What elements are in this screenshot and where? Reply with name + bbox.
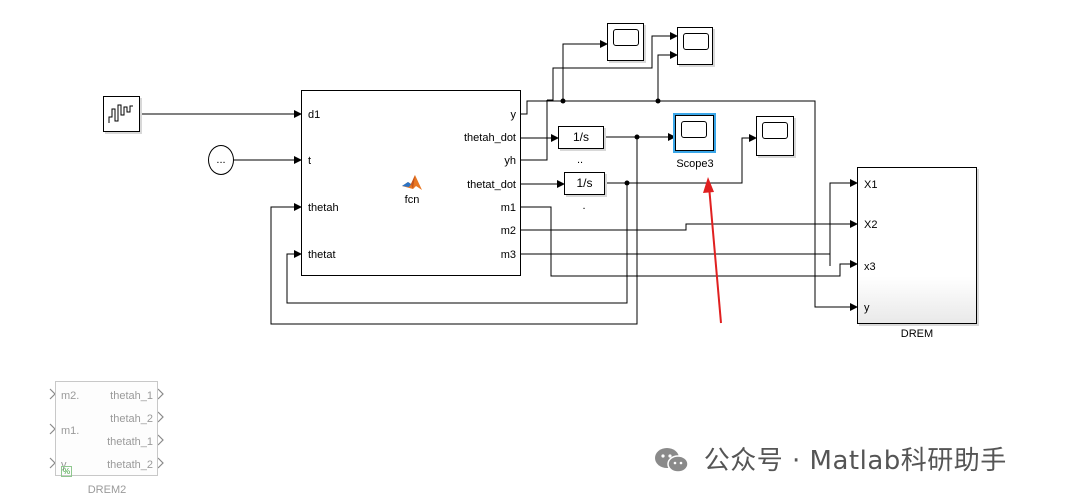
- wire-y-scope2[interactable]: [657, 51, 678, 101]
- wire-x1[interactable]: [829, 179, 858, 266]
- scope-3-name[interactable]: Scope3: [676, 158, 714, 170]
- scope-3[interactable]: [673, 113, 716, 153]
- fcn-block[interactable]: d1 t thetah thetat y thetah_dot yh theta…: [301, 90, 521, 276]
- drem2-badge: %: [61, 466, 73, 477]
- annotation-arrow: [703, 177, 722, 324]
- integrator-2-label: 1/s: [576, 176, 593, 190]
- fcn-output-m3[interactable]: m3: [500, 249, 516, 261]
- branch-point: [624, 180, 630, 186]
- drem2-input-m2[interactable]: m2.: [61, 390, 80, 402]
- fcn-output-m2[interactable]: m2: [500, 225, 516, 237]
- drem2-output-thetah-1[interactable]: thetah_1: [110, 390, 153, 402]
- wire-thetah-feedback[interactable]: [270, 137, 638, 325]
- branch-point: [634, 134, 640, 140]
- random-source-block[interactable]: [103, 96, 140, 132]
- scope-icon: [613, 29, 639, 46]
- fcn-output-m1[interactable]: m1: [500, 202, 516, 214]
- drem2-input-m1[interactable]: m1.: [61, 425, 80, 437]
- scope-1[interactable]: [607, 23, 644, 61]
- wire-yh-up[interactable]: [547, 32, 678, 101]
- fcn-name: fcn: [404, 194, 420, 206]
- drem2-name: DREM2: [87, 484, 127, 496]
- wire-yh[interactable]: [520, 100, 548, 161]
- clock-label: ...: [216, 154, 226, 166]
- watermark-text: 公众号 · Matlab科研助手: [703, 446, 1007, 476]
- wire-y[interactable]: [520, 100, 858, 311]
- fcn-output-thetat-dot[interactable]: thetat_dot: [467, 179, 516, 191]
- clock-block[interactable]: ...: [208, 145, 234, 175]
- watermark: 公众号 · Matlab科研助手: [653, 440, 1007, 477]
- drem2-input-y[interactable]: y: [61, 459, 67, 471]
- drem2-out-arrow: [157, 411, 164, 423]
- scope-icon: [683, 33, 709, 50]
- drem2-out-arrow: [157, 457, 164, 469]
- integrator-1-label: 1/s: [572, 130, 589, 144]
- branch-point: [560, 98, 566, 104]
- wire-thetat-feedback[interactable]: [286, 183, 628, 304]
- wire-y-scope1[interactable]: [562, 40, 608, 101]
- fcn-input-t[interactable]: t: [308, 155, 312, 167]
- drem-name: DREM: [900, 328, 934, 340]
- scope-icon: [762, 122, 788, 139]
- integrator-1[interactable]: 1/s: [558, 126, 604, 149]
- drem2-out-arrow: [157, 434, 164, 446]
- drem-block[interactable]: X1 X2 x3 y: [857, 167, 977, 324]
- wire-m1[interactable]: [520, 206, 858, 277]
- drem-input-y[interactable]: y: [864, 302, 870, 314]
- fcn-input-d1[interactable]: d1: [308, 109, 321, 121]
- wire-int2-out[interactable]: [605, 134, 757, 184]
- fcn-input-thetat[interactable]: thetat: [308, 249, 336, 261]
- random-signal-icon: [108, 104, 133, 123]
- scope-4[interactable]: [756, 116, 794, 156]
- fcn-output-y[interactable]: y: [510, 109, 517, 121]
- drem2-output-thetah-2[interactable]: thetah_2: [110, 413, 153, 425]
- fcn-output-thetah-dot[interactable]: thetah_dot: [464, 132, 516, 144]
- drem2-block[interactable]: m2. m1. y thetah_1 thetah_2 thetath_1 th…: [55, 381, 158, 477]
- matlab-logo-icon: [402, 175, 422, 190]
- drem2-out-arrow: [157, 388, 164, 400]
- drem-input-x3[interactable]: x3: [864, 261, 876, 273]
- drem2-output-thetath-2[interactable]: thetath_2: [107, 459, 153, 471]
- branch-point: [655, 98, 661, 104]
- wechat-icon: [655, 448, 689, 473]
- scope-2[interactable]: [677, 27, 713, 65]
- drem2-output-thetath-1[interactable]: thetath_1: [107, 436, 153, 448]
- wire-m3[interactable]: [520, 253, 831, 266]
- integrator-2-caption: .: [582, 200, 586, 212]
- drem-input-x2[interactable]: X2: [864, 219, 878, 231]
- fcn-input-thetah[interactable]: thetah: [308, 202, 339, 214]
- fcn-output-yh[interactable]: yh: [504, 155, 516, 167]
- integrator-2[interactable]: 1/s: [564, 172, 605, 195]
- drem-input-x1[interactable]: X1: [864, 179, 878, 191]
- integrator-1-caption: ..: [576, 154, 584, 166]
- wire-m2[interactable]: [520, 220, 858, 231]
- scope-icon: [681, 121, 707, 138]
